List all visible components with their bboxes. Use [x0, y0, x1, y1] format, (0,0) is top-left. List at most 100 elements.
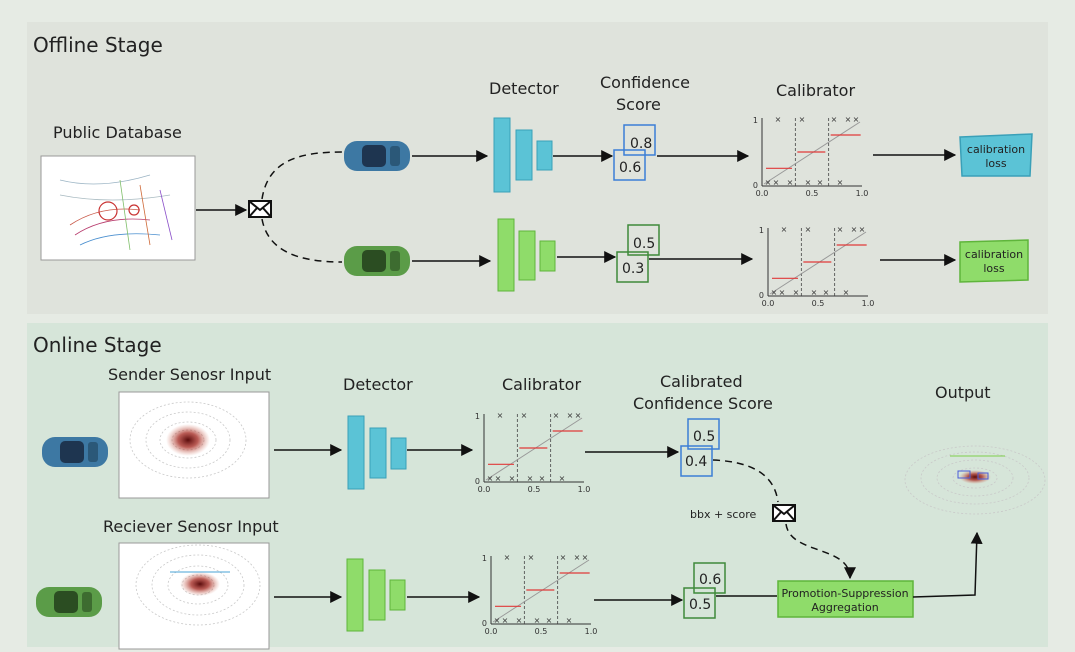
svg-text:×: × — [805, 225, 812, 234]
svg-text:1.0: 1.0 — [578, 485, 591, 494]
svg-text:×: × — [567, 411, 574, 420]
svg-text:×: × — [487, 474, 494, 483]
svg-text:×: × — [771, 288, 778, 297]
svg-text:1: 1 — [482, 554, 487, 563]
loss-blue-line2: loss — [985, 157, 1007, 170]
loss-green-line2: loss — [983, 262, 1005, 275]
svg-text:×: × — [521, 411, 528, 420]
svg-text:×: × — [509, 474, 516, 483]
svg-text:×: × — [497, 411, 504, 420]
svg-text:×: × — [853, 115, 860, 124]
svg-text:×: × — [843, 288, 850, 297]
online-detector-green — [346, 558, 406, 632]
aggregation-box: Promotion-Suppression Aggregation — [777, 580, 914, 618]
svg-text:1.0: 1.0 — [856, 189, 869, 198]
confidence-score-label-line1: Confidence — [600, 73, 690, 92]
svg-text:×: × — [582, 553, 589, 562]
sender-blue-car-icon — [42, 437, 108, 467]
loss-blue-line1: calibration — [967, 143, 1025, 156]
svg-text:×: × — [845, 115, 852, 124]
online-detector-label: Detector — [343, 375, 413, 394]
svg-text:0.0: 0.0 — [756, 189, 769, 198]
receiver-green-car-icon — [36, 587, 102, 617]
sender-point-cloud — [118, 391, 270, 499]
offline-green-score-boxes: 0.5 0.3 — [616, 224, 660, 283]
svg-text:1: 1 — [759, 226, 764, 235]
offline-blue-score-2: 0.6 — [619, 160, 641, 176]
svg-text:0.0: 0.0 — [762, 299, 775, 308]
svg-text:0.5: 0.5 — [812, 299, 825, 308]
offline-blue-score-1: 0.8 — [630, 136, 652, 152]
offline-detector-label: Detector — [489, 79, 559, 98]
svg-text:×: × — [823, 288, 830, 297]
svg-text:×: × — [575, 411, 582, 420]
svg-text:×: × — [504, 553, 511, 562]
green-car-icon — [344, 246, 410, 276]
svg-text:×: × — [779, 288, 786, 297]
svg-text:×: × — [494, 616, 501, 625]
svg-text:×: × — [859, 225, 866, 234]
svg-text:×: × — [516, 616, 523, 625]
online-detector-blue — [347, 415, 407, 490]
svg-text:0.0: 0.0 — [485, 627, 498, 636]
aggregation-line1: Promotion-Suppression — [781, 587, 908, 600]
calibration-loss-blue: calibration loss — [959, 133, 1033, 177]
svg-text:×: × — [793, 288, 800, 297]
svg-text:×: × — [528, 553, 535, 562]
svg-text:×: × — [527, 474, 534, 483]
online-calibrator-label: Calibrator — [502, 375, 581, 394]
svg-text:0: 0 — [475, 477, 480, 486]
svg-text:×: × — [799, 115, 806, 124]
svg-text:×: × — [781, 225, 788, 234]
message-label: bbx + score — [690, 508, 756, 521]
offline-green-score-1: 0.5 — [633, 236, 655, 252]
svg-text:1.0: 1.0 — [862, 299, 875, 308]
blue-car-icon — [344, 141, 410, 171]
svg-text:×: × — [773, 178, 780, 187]
svg-text:×: × — [837, 178, 844, 187]
online-blue-score-2: 0.4 — [685, 454, 707, 470]
calibrated-score-label-line1: Calibrated — [660, 372, 743, 391]
svg-text:0.5: 0.5 — [528, 485, 541, 494]
online-envelope-icon — [772, 504, 796, 522]
online-green-score-2: 0.5 — [689, 597, 711, 613]
svg-text:×: × — [574, 553, 581, 562]
svg-text:1: 1 — [753, 116, 758, 125]
online-blue-score-boxes: 0.5 0.4 — [680, 418, 720, 477]
online-title: Online Stage — [33, 333, 162, 357]
calibrated-score-label-line2: Confidence Score — [633, 394, 773, 413]
confidence-score-label-line2: Score — [616, 95, 661, 114]
offline-detector-blue — [493, 117, 553, 193]
svg-text:×: × — [775, 115, 782, 124]
calibration-loss-green: calibration loss — [959, 239, 1029, 283]
svg-text:×: × — [831, 115, 838, 124]
aggregation-line2: Aggregation — [811, 601, 878, 614]
svg-text:×: × — [837, 225, 844, 234]
svg-text:×: × — [560, 553, 567, 562]
offline-green-score-2: 0.3 — [622, 261, 644, 277]
svg-text:×: × — [553, 411, 560, 420]
online-green-score-boxes: 0.6 0.5 — [683, 562, 726, 619]
svg-text:0.0: 0.0 — [478, 485, 491, 494]
svg-text:0: 0 — [753, 181, 758, 190]
svg-text:×: × — [765, 178, 772, 187]
online-blue-score-1: 0.5 — [693, 429, 715, 445]
svg-text:×: × — [495, 474, 502, 483]
receiver-input-label: Reciever Senosr Input — [103, 517, 279, 536]
svg-text:0.5: 0.5 — [535, 627, 548, 636]
offline-detector-green — [497, 218, 556, 292]
svg-text:×: × — [805, 178, 812, 187]
svg-text:×: × — [502, 616, 509, 625]
public-database-map — [40, 155, 196, 261]
offline-title: Offline Stage — [33, 33, 163, 57]
offline-blue-score-boxes: 0.8 0.6 — [613, 124, 656, 181]
svg-text:0: 0 — [759, 291, 764, 300]
svg-text:×: × — [851, 225, 858, 234]
loss-green-line1: calibration — [965, 248, 1023, 261]
message-envelope-icon — [248, 200, 272, 218]
svg-text:×: × — [787, 178, 794, 187]
